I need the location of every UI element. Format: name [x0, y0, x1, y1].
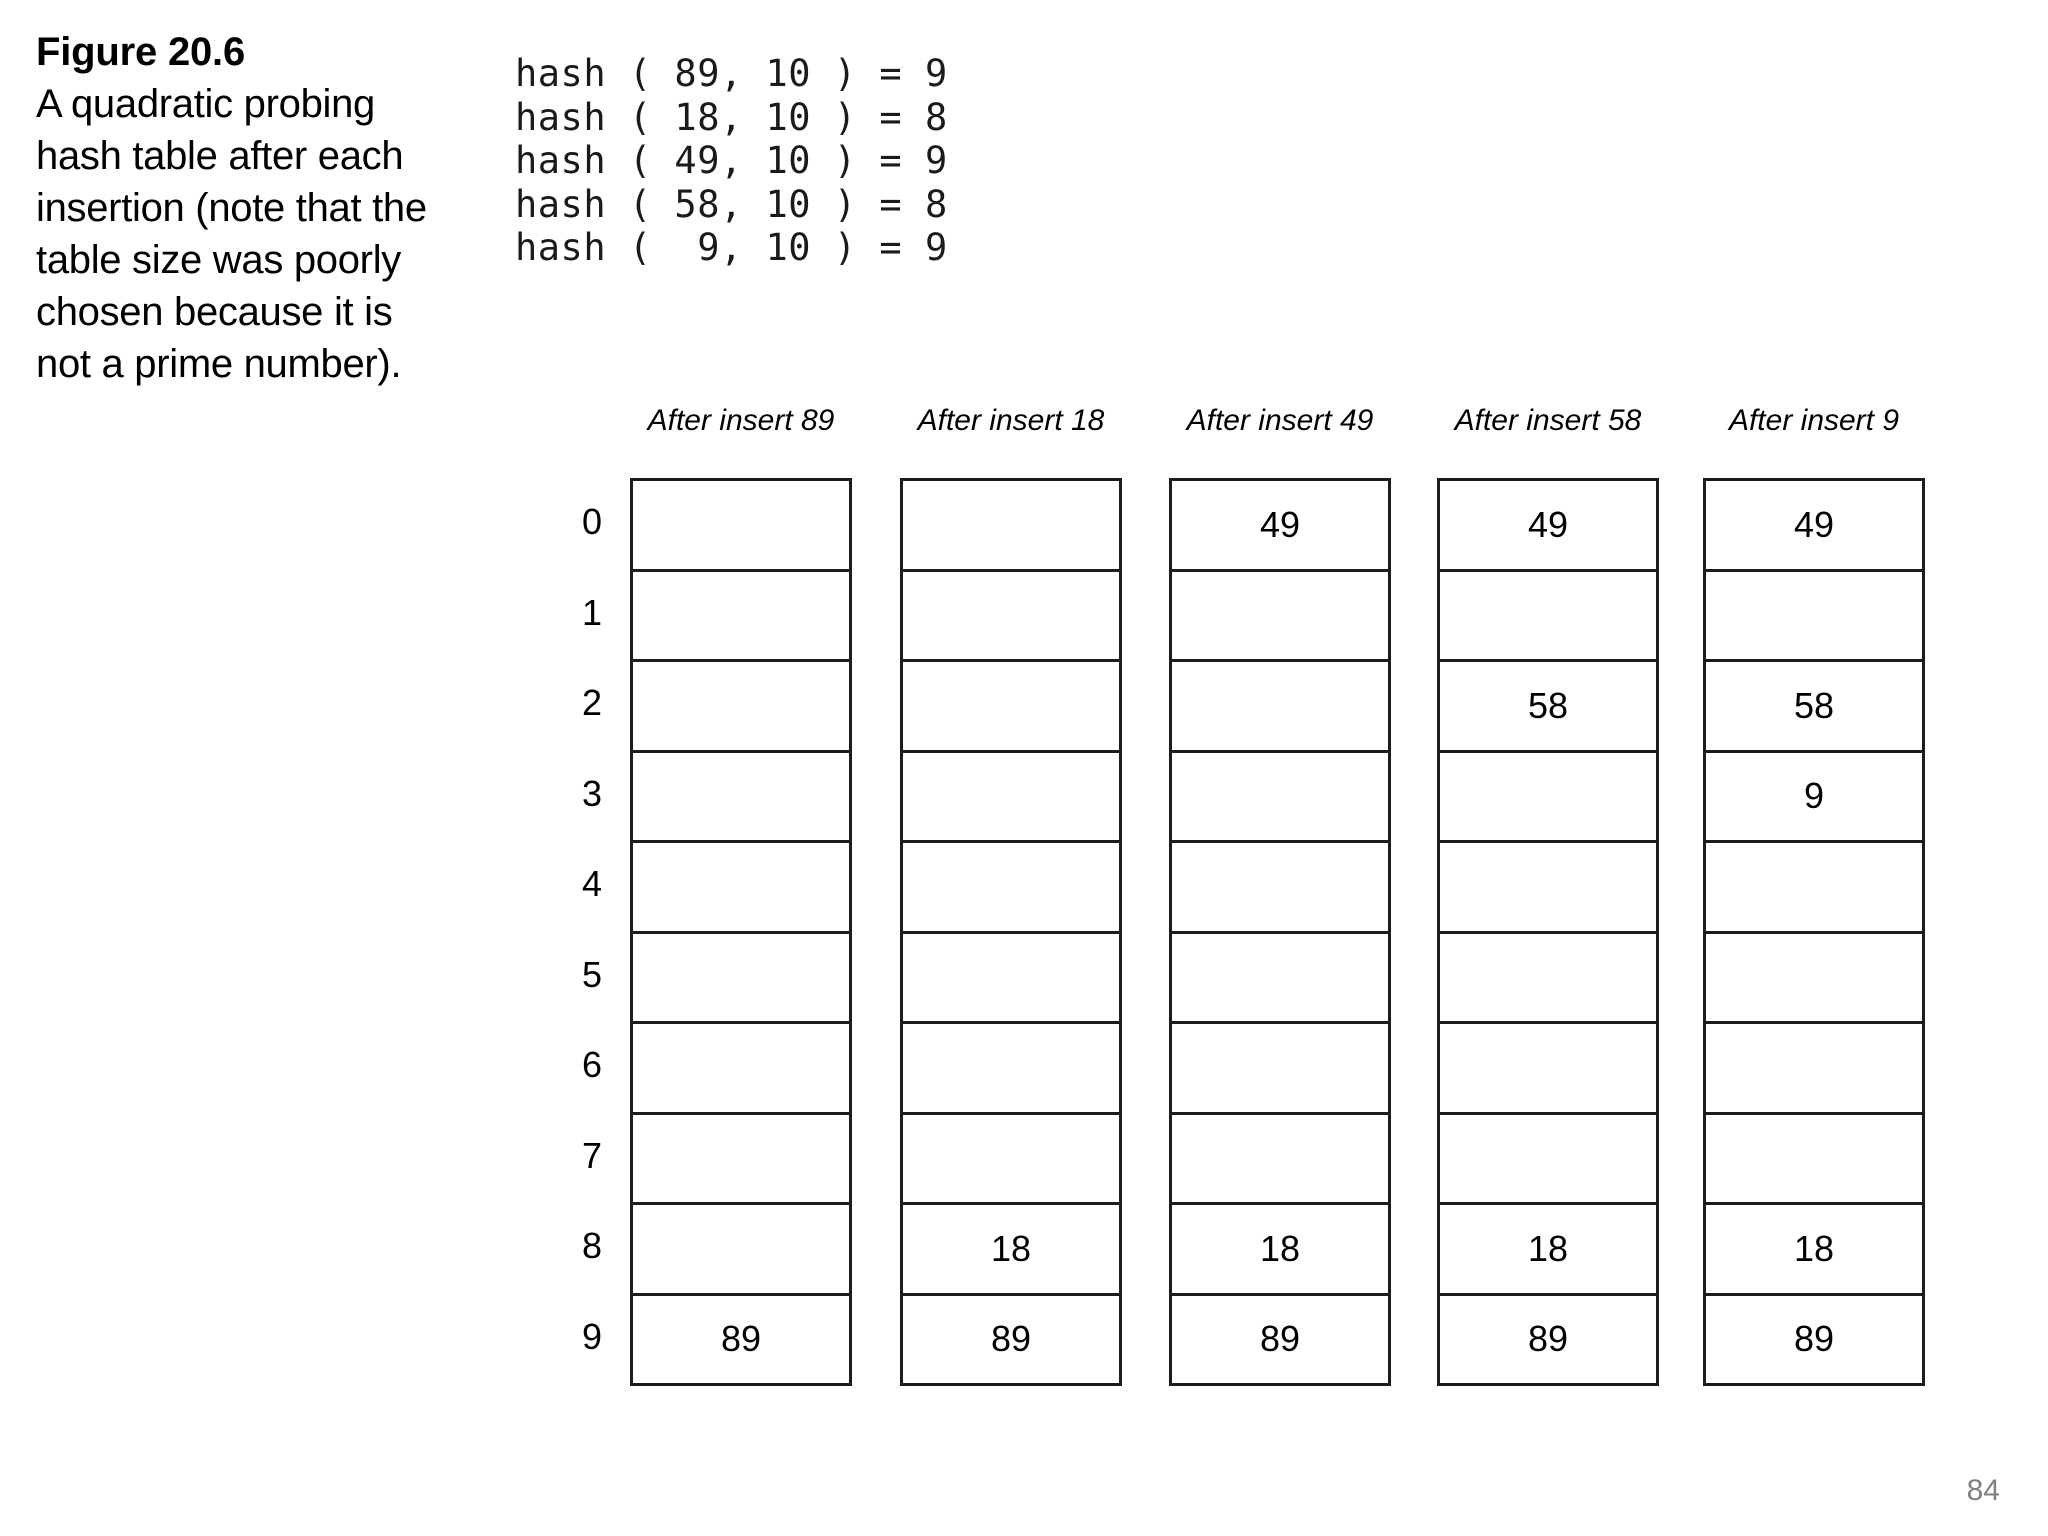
row-index-label: 5	[581, 953, 603, 995]
hash-table-cell	[1706, 843, 1922, 934]
hash-table-cell: 18	[1706, 1205, 1922, 1296]
hash-table-cell	[903, 752, 1119, 843]
hash-table-cell	[633, 843, 849, 934]
hash-table-cell	[633, 1024, 849, 1115]
hash-table-cell	[1172, 752, 1388, 843]
hash-table-cell: 89	[903, 1295, 1119, 1386]
hash-table-cell	[1440, 1114, 1656, 1205]
hash-table-column: 89	[630, 478, 852, 1386]
figure-caption-title: Figure 20.6	[36, 30, 245, 74]
column-header: After insert 49	[1186, 404, 1374, 437]
hash-line: hash ( 18, 10 ) = 8	[515, 95, 948, 139]
hash-table-cell	[633, 752, 849, 843]
hash-table-cell	[1440, 571, 1656, 662]
hash-table-cell	[903, 481, 1119, 572]
hash-table-cell: 89	[1172, 1295, 1388, 1386]
hash-line: hash ( 49, 10 ) = 9	[515, 139, 948, 182]
row-index-label: 4	[581, 863, 603, 905]
hash-table-cell: 89	[633, 1295, 849, 1386]
hash-table-cell: 9	[1706, 752, 1922, 843]
hash-table-cell	[903, 1024, 1119, 1115]
column-header: After insert 58	[1454, 404, 1642, 437]
hash-table-cell	[633, 1205, 849, 1296]
figure-caption: Figure 20.6 A quadratic probing hash tab…	[36, 26, 436, 390]
hash-table-cell: 18	[1172, 1205, 1388, 1296]
hash-table-cell	[1172, 662, 1388, 753]
row-index-label: 3	[581, 772, 603, 814]
hash-table-cell	[903, 933, 1119, 1024]
row-index-label: 0	[581, 501, 603, 543]
column-header: After insert 18	[917, 404, 1105, 437]
row-index-label: 2	[581, 682, 603, 724]
hash-table-cell: 58	[1440, 662, 1656, 753]
hash-table-cell	[633, 571, 849, 662]
hash-table-cell	[633, 481, 849, 572]
hash-table-cell	[1706, 571, 1922, 662]
hash-line: hash ( 9, 10 ) = 9	[515, 226, 948, 269]
hash-table-cell: 49	[1440, 481, 1656, 572]
hash-table-cell: 18	[1440, 1205, 1656, 1296]
hash-table-cell	[1440, 1024, 1656, 1115]
row-index-label: 7	[581, 1134, 603, 1176]
hash-table-cell	[1440, 752, 1656, 843]
hash-table-cell	[633, 933, 849, 1024]
column-header: After insert 89	[647, 404, 835, 437]
row-index-label: 9	[581, 1315, 603, 1357]
hash-table-cell	[1440, 933, 1656, 1024]
hash-table-cell: 58	[1706, 662, 1922, 753]
page-number: 84	[1966, 1474, 2000, 1507]
hash-table-cell	[1706, 933, 1922, 1024]
hash-table-cell	[633, 662, 849, 753]
hash-table-cell: 49	[1172, 481, 1388, 572]
hash-table-cell	[1706, 1024, 1922, 1115]
hash-table-cell	[903, 1114, 1119, 1205]
hash-table-cell	[1172, 1024, 1388, 1115]
column-header: After insert 9	[1728, 404, 1900, 437]
hash-table-cell	[1172, 843, 1388, 934]
hash-table-cell	[633, 1114, 849, 1205]
hash-table-cell: 89	[1706, 1295, 1922, 1386]
hash-table-cell	[1440, 843, 1656, 934]
figure-caption-body: A quadratic probing hash table after eac…	[36, 82, 427, 386]
hash-table-cell	[1172, 1114, 1388, 1205]
hash-table-cell	[1172, 933, 1388, 1024]
hash-line: hash ( 89, 10 ) = 9	[515, 52, 948, 95]
hash-table-cell	[903, 571, 1119, 662]
hash-table-cell: 49	[1706, 481, 1922, 572]
hash-line: hash ( 58, 10 ) = 8	[515, 182, 948, 226]
hash-table-cell	[1706, 1114, 1922, 1205]
hash-table-cell	[903, 662, 1119, 753]
hash-table-cell: 18	[903, 1205, 1119, 1296]
hash-table-cell	[903, 843, 1119, 934]
row-index-label: 6	[581, 1044, 603, 1086]
row-index-label: 1	[581, 591, 603, 633]
hash-table-cell: 89	[1440, 1295, 1656, 1386]
row-index-label: 8	[581, 1225, 603, 1267]
hash-table-cell	[1172, 571, 1388, 662]
